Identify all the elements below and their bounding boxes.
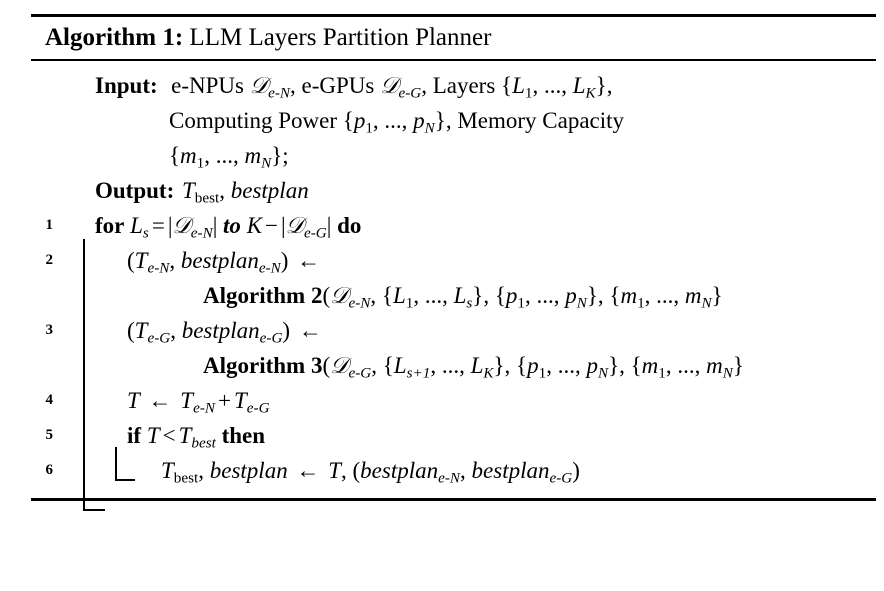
algorithm-caption: Algorithm 1: LLM Layers Partition Planne… (31, 17, 876, 59)
algorithm-line-6: 6 Tbest, bestplan ← T, (bestplane-N, bes… (31, 446, 876, 488)
algorithm-line-3-continuation-code: Algorithm 3(𝒟e-G, {Ls+1, ..., LK}, {p1, … (203, 352, 744, 381)
algorithm-line-1: 1 for Ls=|𝒟e-N| to K−|𝒟e-G| do (31, 208, 876, 243)
top-rule (31, 14, 876, 17)
output-line: Output: Tbest, bestplan (31, 173, 876, 208)
input-label: Input: (95, 72, 158, 98)
input-line-2-text: Computing Power {p1, ..., pN}, Memory Ca… (169, 107, 625, 136)
if-block-guide-foot (115, 478, 135, 481)
algorithm-line-3: 3 (Te-G, bestplane-G) ← (31, 313, 876, 348)
algorithm-block: Algorithm 1: LLM Layers Partition Planne… (31, 14, 876, 511)
algorithm-line-4: 4 T ← Te-N+Te-G (31, 383, 876, 418)
line-number-1: 1 (45, 216, 54, 233)
input-line-1-code: Input: e-NPUs 𝒟e-N, e-GPUs 𝒟e-G, Layers … (57, 68, 876, 103)
line-number-5: 5 (45, 426, 54, 443)
input-line-2-code: Computing Power {p1, ..., pN}, Memory Ca… (57, 103, 876, 138)
output-line-text: Tbest, bestplan (182, 177, 309, 206)
algorithm-body: Input: e-NPUs 𝒟e-N, e-GPUs 𝒟e-G, Layers … (31, 61, 876, 511)
input-line-2: Computing Power {p1, ..., pN}, Memory Ca… (31, 103, 876, 138)
input-line-3-code: {m1, ..., mN}; (57, 138, 876, 173)
for-loop-guide-foot (83, 508, 105, 511)
algorithm-line-5: 5 if T<Tbest then (31, 418, 876, 453)
for-loop-guide-rule (83, 238, 85, 511)
if-block-guide-rule (115, 446, 117, 481)
input-line-3-text: {m1, ..., mN}; (169, 142, 289, 171)
algorithm-line-2-code: (Te-N, bestplane-N) ← (57, 238, 876, 511)
algorithm-line-2-continuation: Algorithm 2(𝒟e-N, {L1, ..., Ls}, {p1, ..… (31, 278, 876, 313)
output-label: Output: (95, 177, 175, 203)
line-number-6: 6 (45, 461, 54, 478)
algorithm-label: Algorithm 1: (45, 24, 184, 51)
output-line-code: Output: Tbest, bestplan (57, 173, 876, 208)
algorithm-line-4-code: T ← Te-N+Te-G (127, 387, 270, 416)
algorithm-line-1-code: for Ls=|𝒟e-N| to K−|𝒟e-G| do (95, 212, 362, 241)
algorithm-line-2-continuation-code: Algorithm 2(𝒟e-N, {L1, ..., Ls}, {p1, ..… (203, 282, 723, 311)
algorithm-line-3-code: (Te-G, bestplane-G) ← (127, 317, 322, 346)
input-line-1: Input: e-NPUs 𝒟e-N, e-GPUs 𝒟e-G, Layers … (31, 68, 876, 103)
algorithm-line-2: 2 (Te-N, bestplane-N) ← (31, 238, 876, 511)
algorithm-line-5-code: if T<Tbest then (127, 422, 266, 451)
caption-rule (31, 59, 876, 61)
algorithm-line-3-continuation: Algorithm 3(𝒟e-G, {Ls+1, ..., LK}, {p1, … (31, 348, 876, 383)
algorithm-line-6-code: Tbest, bestplan ← T, (bestplane-N, bestp… (57, 446, 876, 488)
input-line-1-text: e-NPUs 𝒟e-N, e-GPUs 𝒟e-G, Layers {L1, ..… (171, 72, 613, 101)
algorithm-title: LLM Layers Partition Planner (189, 24, 492, 51)
line-number-3: 3 (45, 321, 54, 338)
bottom-rule (31, 497, 876, 501)
line-number-2: 2 (45, 251, 54, 268)
line-number-4: 4 (45, 391, 54, 408)
input-line-3: {m1, ..., mN}; (31, 138, 876, 173)
